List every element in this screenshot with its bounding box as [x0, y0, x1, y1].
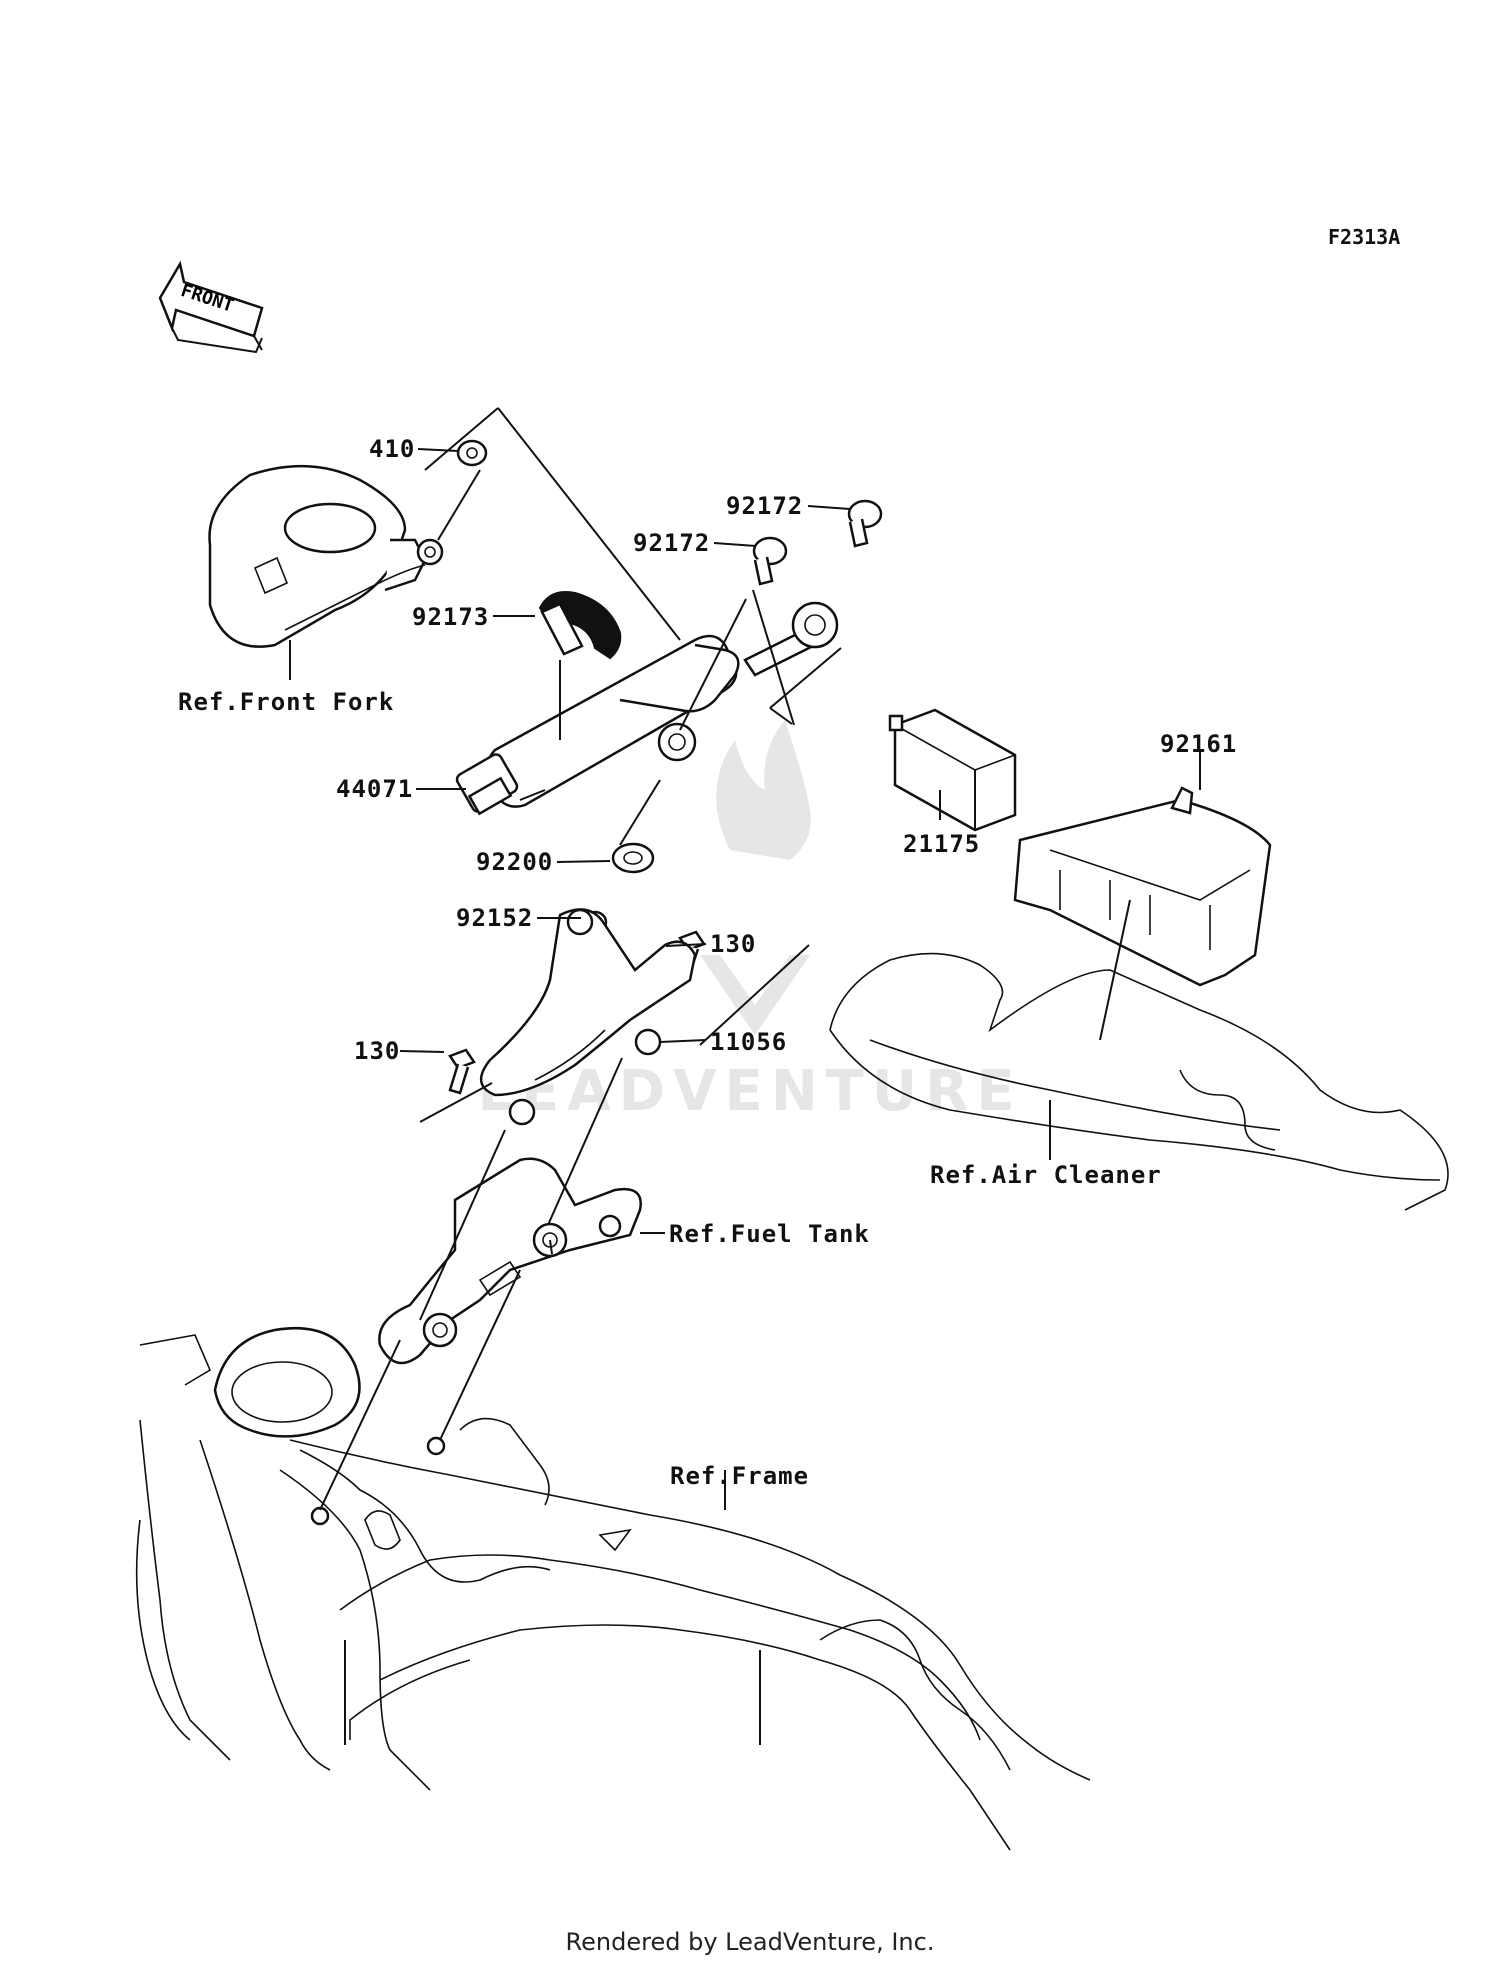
- callout-130-left: 130: [354, 1037, 400, 1065]
- callout-11056: 11056: [710, 1028, 787, 1056]
- reference-labels: Ref.Front Fork Ref.Air Cleaner Ref.Fuel …: [178, 688, 1162, 1490]
- callout-92173: 92173: [412, 603, 489, 631]
- callout-92172-upper: 92172: [726, 492, 803, 520]
- part-11056-bracket: [480, 908, 697, 1126]
- part-92161-cover: [1013, 786, 1272, 987]
- callout-130-right: 130: [710, 930, 756, 958]
- ref-frame: Ref.Frame: [670, 1462, 809, 1490]
- front-arrow-icon: FRONT: [158, 260, 264, 354]
- part-21175-module: [888, 708, 1017, 832]
- ref-front-fork: Ref.Front Fork: [178, 688, 394, 716]
- ref-air-cleaner: Ref.Air Cleaner: [930, 1161, 1162, 1189]
- ref-fuel-tank: Ref.Fuel Tank: [669, 1220, 870, 1248]
- leader-lines: [289, 407, 1201, 1511]
- callout-92200: 92200: [476, 848, 553, 876]
- callout-92172-lower: 92172: [633, 529, 710, 557]
- callout-92161: 92161: [1160, 730, 1237, 758]
- steering-damper: [455, 601, 839, 816]
- callout-21175: 21175: [903, 830, 980, 858]
- diagram-code: F2313A: [1328, 225, 1400, 249]
- callout-92152: 92152: [456, 904, 533, 932]
- fuel-tank-bracket: [378, 1157, 642, 1365]
- frame-outline: [135, 1326, 1091, 1851]
- air-cleaner-outline: [829, 952, 1449, 1211]
- footer-credit: Rendered by LeadVenture, Inc.: [566, 1928, 935, 1956]
- callout-410: 410: [369, 435, 415, 463]
- callouts: 410 92172 92172 92173 44071 92200 92152 …: [336, 435, 1237, 1065]
- part-92173-cover: [538, 591, 622, 660]
- front-fork-clamp: [208, 464, 444, 648]
- callout-44071: 44071: [336, 775, 413, 803]
